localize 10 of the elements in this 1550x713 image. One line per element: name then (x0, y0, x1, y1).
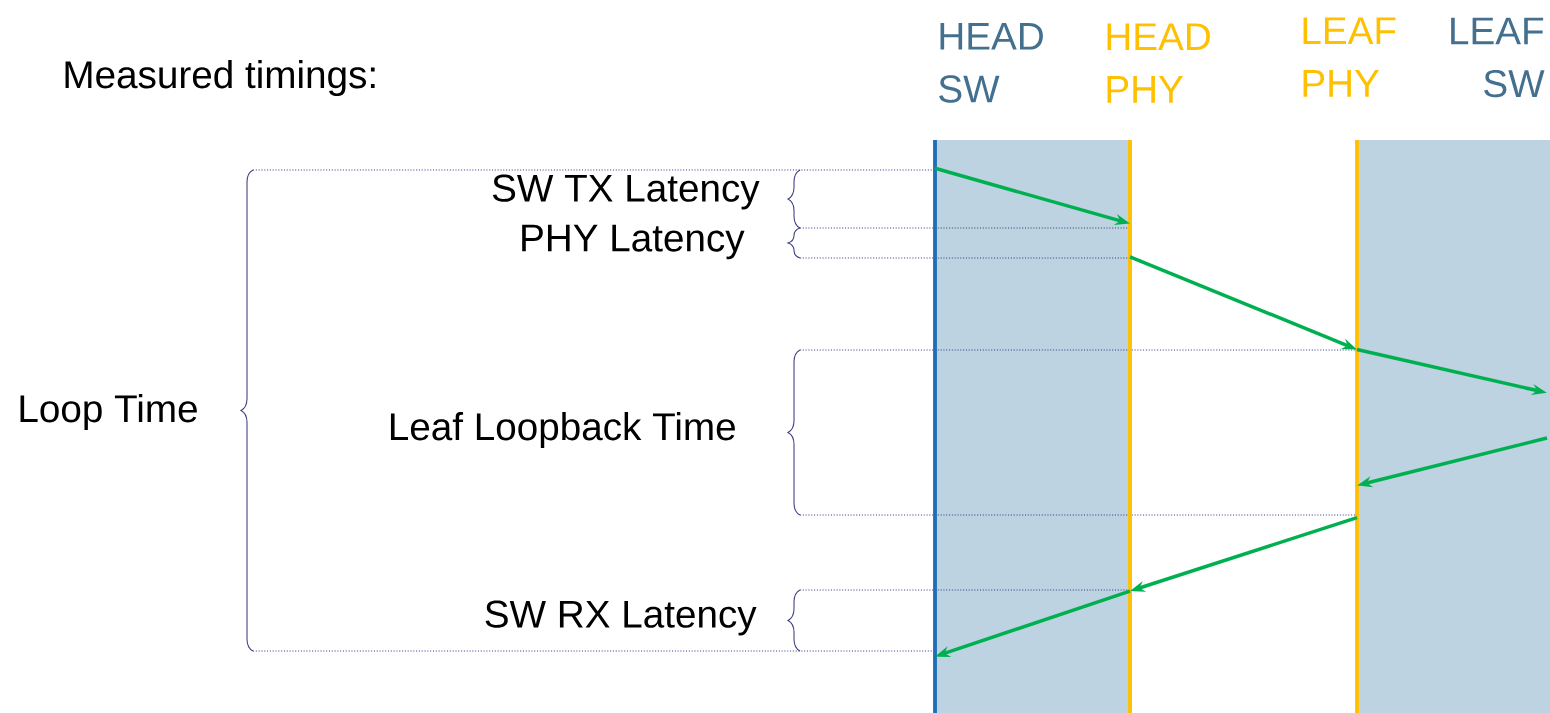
label-text: Measured timings: (65, 59, 375, 96)
timeline-lane: HEAD PHY (1107, 23, 1210, 713)
timeline-lane: LEAF PHY (1303, 17, 1396, 713)
label-text: SW TX Latency (492, 174, 760, 210)
timeline-lane: HEAD SW (933, 23, 1043, 713)
node-label: LEAF SW (1451, 17, 1545, 98)
label-text: SW RX Latency (485, 600, 757, 636)
label-text: Leaf Loopback Time (390, 411, 735, 448)
label-text: Loop Time (20, 393, 197, 430)
label-text: PHY Latency (522, 224, 745, 260)
